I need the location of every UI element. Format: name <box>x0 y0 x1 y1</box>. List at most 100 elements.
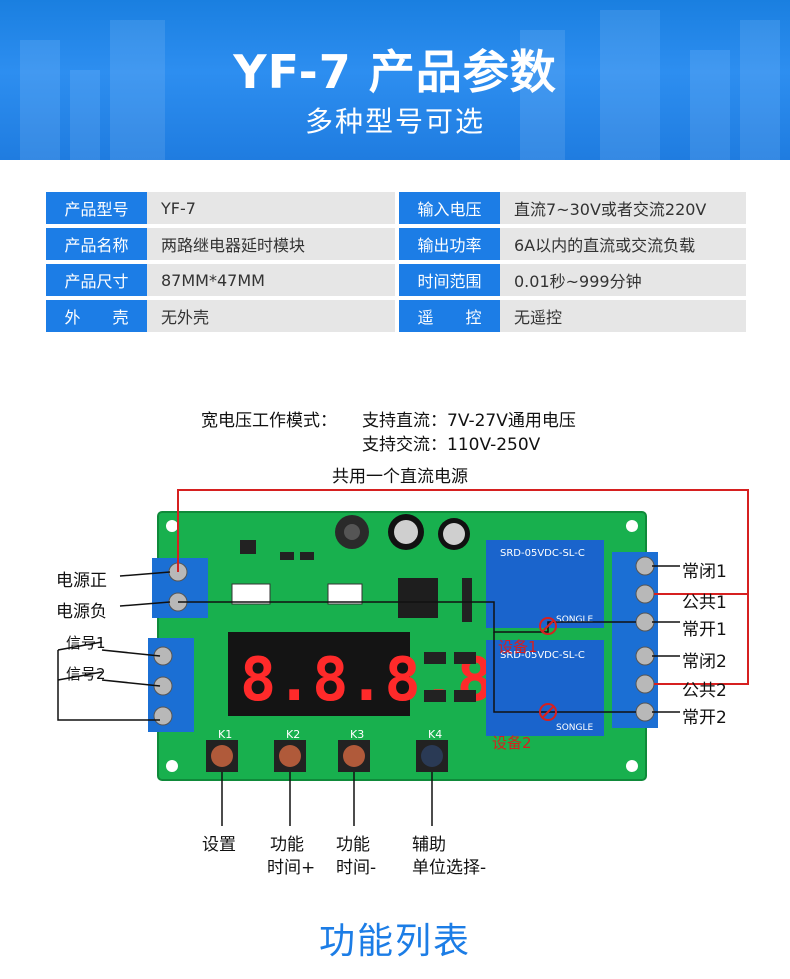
spec-row: 产品名称 两路继电器延时模块 输出功率 6A以内的直流或交流负载 <box>46 228 746 260</box>
label-nc-2: 常闭2 <box>682 652 727 672</box>
signal-1-switch <box>57 641 103 651</box>
wire-device-2 <box>493 632 636 713</box>
skyline-building <box>70 70 100 160</box>
spec-key: 产品型号 <box>46 192 147 224</box>
skyline-building <box>600 10 660 160</box>
k1-description: 设置 <box>202 835 236 855</box>
device-1-icon <box>539 617 557 635</box>
section-title-function-list: 功能列表 <box>318 921 471 962</box>
screw-icon <box>635 702 655 722</box>
k4-description-line1: 辅助 <box>412 835 446 855</box>
spec-row: 产品尺寸 87MM*47MM 时间范围 0.01秒~999分钟 <box>46 264 746 296</box>
mcu-chip <box>398 578 438 618</box>
label-com-2: 公共2 <box>682 681 727 701</box>
spec-value: 87MM*47MM <box>147 264 395 296</box>
spec-value: 直流7~30V或者交流220V <box>500 192 746 224</box>
spec-key: 输出功率 <box>399 228 500 260</box>
label-signal-1: 信号1 <box>66 634 106 652</box>
screw-icon <box>635 584 655 604</box>
chip <box>424 690 446 702</box>
skyline-building <box>110 20 165 160</box>
k3-description-line2: 时间- <box>336 858 377 878</box>
spec-value: 无外壳 <box>147 300 395 332</box>
k4-label: K4 <box>428 728 442 741</box>
wire-signal-ground <box>57 650 160 721</box>
chip <box>454 652 476 664</box>
k4-description-line2: 单位选择- <box>412 858 487 878</box>
relay-1 <box>486 540 604 628</box>
component <box>231 583 271 605</box>
mount-hole <box>626 760 638 772</box>
voltage-mode-label: 宽电压工作模式： <box>201 411 337 431</box>
relay-brand-label: SONGLE <box>556 723 594 733</box>
chip <box>454 690 476 702</box>
mount-hole <box>166 520 178 532</box>
k3-description-line1: 功能 <box>336 835 370 855</box>
mount-hole <box>166 760 178 772</box>
page-subtitle: 多种型号可选 <box>304 105 485 138</box>
leader-line <box>119 571 171 577</box>
spec-key: 产品名称 <box>46 228 147 260</box>
skyline-building <box>690 50 730 160</box>
screw-icon <box>153 706 173 726</box>
label-signal-2: 信号2 <box>66 665 106 683</box>
chip <box>280 552 294 560</box>
header-banner: YF-7 产品参数 多种型号可选 <box>0 0 790 160</box>
label-com-1: 公共1 <box>682 593 727 613</box>
spec-key: 输入电压 <box>399 192 500 224</box>
skyline-building <box>520 30 565 160</box>
chip <box>424 652 446 664</box>
k3-label: K3 <box>350 728 364 741</box>
spec-row: 外 壳 无外壳 遥 控 无遥控 <box>46 300 746 332</box>
spec-key: 产品尺寸 <box>46 264 147 296</box>
header-pins <box>462 578 472 622</box>
relay-model-label: SRD-05VDC-SL-C <box>500 650 585 661</box>
relay-terminal <box>612 552 658 728</box>
k1-label: K1 <box>218 728 232 741</box>
screw-icon <box>635 612 655 632</box>
skyline-building <box>740 20 780 160</box>
spec-value: YF-7 <box>147 192 395 224</box>
spec-key: 遥 控 <box>399 300 500 332</box>
voltage-dc: 支持直流：7V-27V通用电压 <box>362 411 576 431</box>
spec-value: 6A以内的直流或交流负载 <box>500 228 746 260</box>
spec-key: 时间范围 <box>399 264 500 296</box>
k2-description-line2: 时间+ <box>267 858 316 878</box>
spec-key: 外 壳 <box>46 300 147 332</box>
relay-brand-label: SONGLE <box>556 615 594 625</box>
page-title: YF-7 产品参数 <box>233 45 557 99</box>
label-no-1: 常开1 <box>682 620 727 640</box>
shared-power-label: 共用一个直流电源 <box>332 467 468 487</box>
skyline-building <box>20 40 60 160</box>
k2-label: K2 <box>286 728 300 741</box>
label-no-2: 常开2 <box>682 708 727 728</box>
device-2-icon <box>539 703 557 721</box>
led-digits: 8.8.8.8. <box>240 645 529 715</box>
mount-hole <box>626 520 638 532</box>
spec-value: 0.01秒~999分钟 <box>500 264 746 296</box>
wire-power-negative <box>178 601 636 633</box>
screw-icon <box>635 646 655 666</box>
spec-value: 两路继电器延时模块 <box>147 228 395 260</box>
leader-line <box>119 601 171 607</box>
relay-model-label: SRD-05VDC-SL-C <box>500 548 585 559</box>
spec-row: 产品型号 YF-7 输入电压 直流7~30V或者交流220V <box>46 192 746 224</box>
label-device-2: 设备2 <box>492 734 532 752</box>
label-device-1: 设备1 <box>498 638 538 656</box>
led-display <box>228 632 410 716</box>
signal-2-switch <box>57 671 103 681</box>
chip <box>240 540 256 554</box>
screw-icon <box>635 556 655 576</box>
screw-icon <box>635 674 655 694</box>
k2-description-line1: 功能 <box>270 835 304 855</box>
label-power-negative: 电源负 <box>56 602 107 622</box>
chip <box>300 552 314 560</box>
label-power-positive: 电源正 <box>56 571 107 591</box>
wire-power-positive <box>177 489 749 685</box>
spec-value: 无遥控 <box>500 300 746 332</box>
spec-table: 产品型号 YF-7 输入电压 直流7~30V或者交流220V 产品名称 两路继电… <box>46 188 746 336</box>
voltage-ac: 支持交流：110V-250V <box>362 435 541 455</box>
label-nc-1: 常闭1 <box>682 562 727 582</box>
component <box>327 583 363 605</box>
